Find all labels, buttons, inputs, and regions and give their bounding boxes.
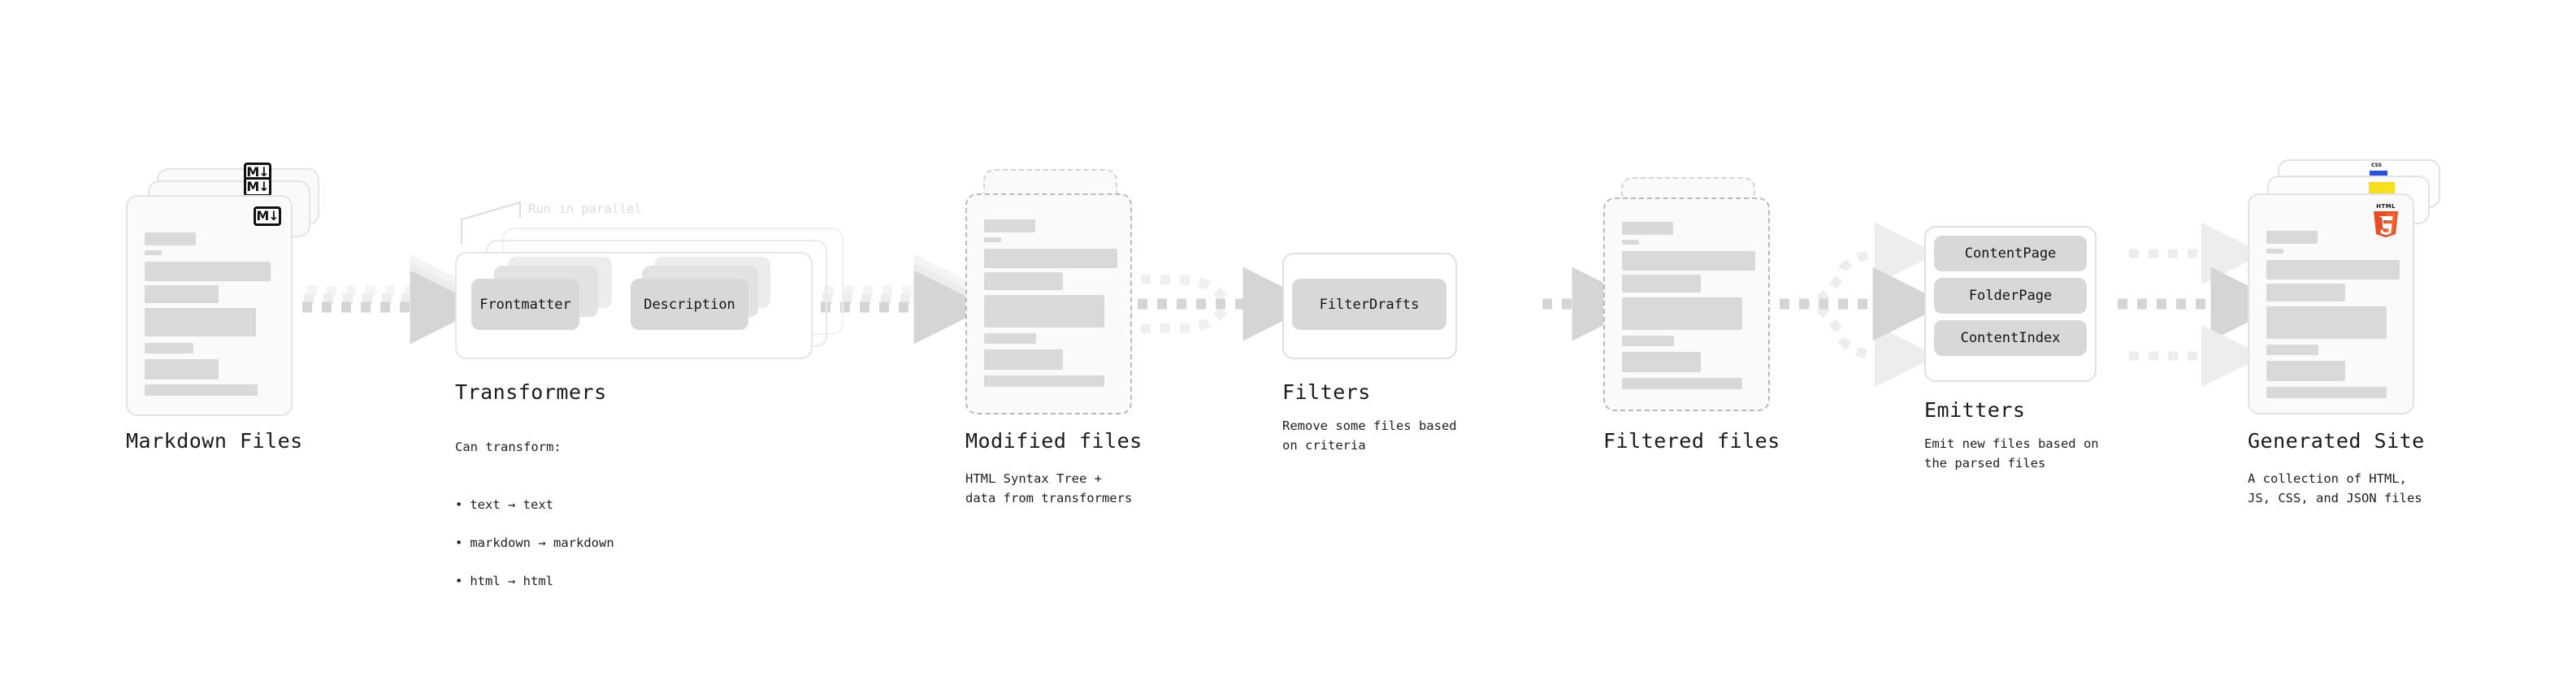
- html5-icon: HTML: [2374, 203, 2398, 237]
- transformer-chip-description[interactable]: Description: [631, 279, 748, 330]
- arrow-markdown-to-transformers: [302, 254, 484, 345]
- stage-subtitle-filters: Remove some files based on criteria: [1282, 419, 1457, 453]
- skeleton-bar: [1622, 275, 1701, 293]
- skeleton-bar: [2266, 231, 2318, 244]
- skeleton-bar: [145, 232, 196, 245]
- skeleton-bar: [2266, 387, 2387, 398]
- stage-subtitle-generated-site: A collection of HTML, JS, CSS, and JSON …: [2248, 471, 2422, 505]
- stage-title-modified-files: Modified files: [965, 429, 1143, 453]
- skeleton-bar: [2266, 249, 2283, 254]
- stage-subtitle-emitters: Emit new files based on the parsed files: [1924, 436, 2099, 471]
- arrow-emitters-to-site: [2118, 222, 2285, 388]
- skeleton-bar: [145, 285, 219, 303]
- skeleton-bar: [145, 262, 271, 281]
- css-badge-label: CSS: [2371, 163, 2382, 168]
- skeleton-bar: [1622, 378, 1742, 389]
- skeleton-bar: [1622, 352, 1701, 372]
- skeleton-bar: [145, 343, 193, 354]
- skeleton-bar: [984, 295, 1104, 327]
- stage-title-markdown-files: Markdown Files: [126, 429, 303, 453]
- stage-subtitle-modified-files: HTML Syntax Tree + data from transformer…: [965, 471, 1133, 505]
- skeleton-bar: [984, 333, 1036, 344]
- transform-list: text → text markdown → markdown html → h…: [455, 477, 614, 611]
- transform-item: markdown → markdown: [455, 534, 614, 553]
- transform-item: text → text: [455, 496, 614, 515]
- stage-title-transformers: Transformers: [455, 380, 607, 404]
- skeleton-bar: [984, 349, 1063, 370]
- markdown-badge: M↓: [254, 206, 281, 226]
- emitter-chip-folderpage[interactable]: FolderPage: [1934, 278, 2087, 314]
- stage-title-filters: Filters: [1282, 380, 1371, 404]
- modified-card-front: [965, 193, 1132, 414]
- css-badge: [2370, 171, 2387, 178]
- skeleton-bar: [1622, 336, 1674, 346]
- stage-title-filtered-files: Filtered files: [1603, 429, 1780, 453]
- skeleton-bar: [984, 219, 1035, 232]
- site-card-front-html: HTML: [2248, 193, 2414, 414]
- transformer-chip-frontmatter[interactable]: Frontmatter: [471, 279, 579, 330]
- skeleton-bar: [145, 384, 258, 396]
- stage-title-emitters: Emitters: [1924, 398, 2026, 422]
- skeleton-bar: [1622, 222, 1673, 235]
- filter-chip-filterdrafts[interactable]: FilterDrafts: [1292, 279, 1446, 330]
- arrow-modified-to-filters: [1138, 267, 1317, 341]
- markdown-card-front: M↓: [126, 195, 293, 416]
- stage-title-generated-site: Generated Site: [2248, 429, 2425, 453]
- skeleton-bar: [1622, 297, 1742, 330]
- skeleton-bar: [2266, 345, 2318, 355]
- skeleton-bar: [145, 359, 219, 380]
- skeleton-bar: [2266, 260, 2400, 280]
- skeleton-bar: [145, 250, 162, 255]
- skeleton-bar: [984, 249, 1117, 268]
- emitter-chip-contentpage[interactable]: ContentPage: [1934, 236, 2087, 271]
- skeleton-bar: [984, 237, 1001, 242]
- skeleton-bar: [2266, 306, 2387, 339]
- transform-item: html → html: [455, 572, 614, 592]
- skeleton-bar: [1622, 240, 1639, 245]
- skeleton-bar: [2266, 361, 2345, 381]
- markdown-badge: M↓: [244, 177, 271, 197]
- emitter-chip-contentindex[interactable]: ContentIndex: [1934, 320, 2087, 356]
- skeleton-bar: [984, 272, 1063, 290]
- skeleton-bar: [1622, 251, 1755, 271]
- skeleton-bar: [145, 308, 256, 336]
- run-in-parallel-label: Run in parallel: [528, 202, 642, 216]
- filtered-card-front: [1603, 197, 1770, 411]
- stage-subtitle-transformers: Can transform: text → text markdown → ma…: [455, 419, 614, 630]
- skeleton-bar: [984, 375, 1104, 387]
- arrow-filtered-to-emitters: [1780, 222, 1947, 388]
- svg-text:HTML: HTML: [2376, 203, 2396, 210]
- skeleton-bar: [2266, 284, 2345, 301]
- transform-lead: Can transform:: [455, 439, 562, 454]
